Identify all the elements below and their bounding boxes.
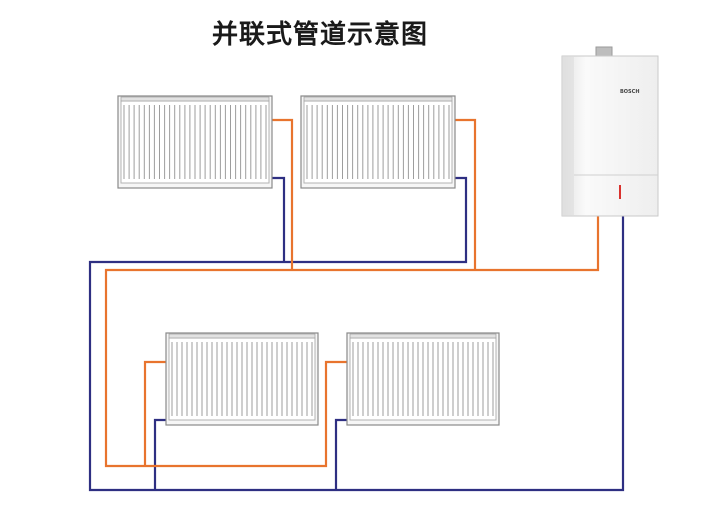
- radiator-top-cap: [349, 333, 497, 339]
- return-main-pipe: [88, 176, 625, 492]
- radiator-top-cap: [303, 96, 453, 102]
- boiler-indicator: [619, 185, 621, 199]
- supply-branch-top-left: [272, 118, 294, 270]
- boiler-brand-logo: BOSCH: [620, 89, 640, 95]
- radiator-bottom-left: [165, 332, 319, 426]
- radiator-top-right: [300, 95, 456, 189]
- supply-main-pipe: [104, 215, 600, 468]
- radiator-top-cap: [168, 333, 316, 339]
- boiler-body: [561, 55, 659, 217]
- radiators: [117, 95, 500, 426]
- return-branch-bottom-left: [153, 418, 166, 490]
- return-branch-top-left: [272, 176, 286, 262]
- supply-branch-bottom-left: [143, 360, 166, 466]
- return-branch-bottom-right: [334, 418, 347, 490]
- return-pipes: [88, 176, 625, 492]
- supply-branch-top-right: [455, 118, 477, 270]
- diagram-title: 并联式管道示意图: [211, 20, 428, 50]
- radiator-bottom-right: [346, 332, 500, 426]
- boiler: BOSCH: [561, 46, 659, 217]
- supply-pipes: [104, 118, 600, 468]
- boiler-side-shade: [562, 56, 574, 216]
- radiator-top-left: [117, 95, 273, 189]
- radiator-top-cap: [120, 96, 270, 102]
